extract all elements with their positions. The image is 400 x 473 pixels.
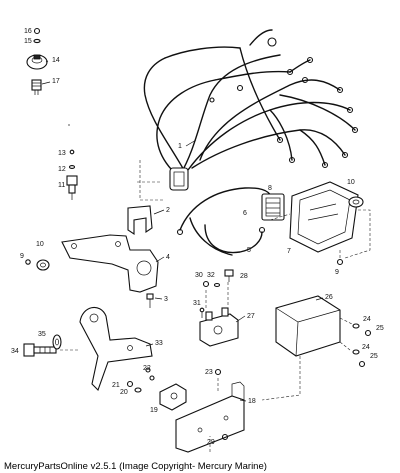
callout-18: 18 [248,398,256,405]
part-11-temperature-sender [66,175,78,200]
callout-2: 2 [166,207,170,214]
part-20-washer [134,387,142,393]
callout-labels: 16 15 14 17 13 12 11 1 2 4 3 5 6 7 8 9 1… [11,28,384,446]
callout-10-left: 10 [36,241,44,248]
callout-30: 30 [195,272,203,279]
leader-lines [41,60,324,402]
part-27-solenoid [199,307,239,347]
callout-25-lower: 25 [370,353,378,360]
part-25-nut-lower [358,360,366,368]
part-9-nut-right [336,258,344,266]
part-1-wiring-harness [143,29,359,191]
image-copyright-caption: MercuryPartsOnline v2.5.1 (Image Copyrig… [4,461,267,472]
callout-9-left: 9 [20,253,24,260]
part-34-bolt [23,343,57,357]
callout-27: 27 [247,313,255,320]
callout-11: 11 [58,182,65,189]
callout-4: 4 [166,254,170,261]
callout-7: 7 [287,248,291,255]
part-24-washer-upper [352,323,360,329]
part-5-6-harness-branch [176,187,273,256]
callout-9-right: 9 [335,269,339,276]
callout-17: 17 [52,78,60,85]
part-29-screw [221,433,229,441]
callout-10-right: 10 [347,179,355,186]
callout-16: 16 [24,28,32,35]
callout-1: 1 [178,143,182,150]
part-8-connector [261,193,285,221]
part-28-nut [224,269,234,282]
callout-24-lower: 24 [362,344,370,351]
callout-25-upper: 25 [376,325,384,332]
callout-8: 8 [268,185,272,192]
part-19-circuit-breaker [159,383,187,411]
callout-26: 26 [325,294,333,301]
part-13-screw [69,149,75,155]
callout-33: 33 [155,340,163,347]
part-2-plug-bracket [127,205,153,236]
callout-28: 28 [240,273,248,280]
callout-29: 29 [207,439,215,446]
callout-3: 3 [164,296,168,303]
part-10-grommet-right [348,196,364,208]
part-14-gauge-sender [26,54,48,70]
part-9-nut-left [25,259,31,265]
part-35-washer [52,334,62,350]
callout-12: 12 [58,166,66,173]
part-18-mounting-plate [175,381,245,453]
part-21-nut [126,380,134,388]
part-30-nut [202,280,210,288]
part-25-nut-upper [364,329,372,337]
callout-6: 6 [243,210,247,217]
callout-34: 34 [11,348,19,355]
callout-5: 5 [247,247,251,254]
callout-22: 22 [143,365,151,372]
part-32-washer [213,282,221,288]
callout-21: 21 [112,382,120,389]
callout-32: 32 [207,272,215,279]
callout-19: 19 [150,407,158,414]
part-23-nut [214,368,222,376]
part-16-nut [33,27,41,35]
callout-24-upper: 24 [363,316,371,323]
callout-20: 20 [120,389,128,396]
part-17-sender-fitting [31,79,42,95]
part-4-mounting-bracket [61,234,159,293]
callout-35: 35 [38,331,46,338]
part-15-washer [33,38,41,44]
callout-13: 13 [58,150,66,157]
part-3-screw [146,293,154,308]
part-31-screw [199,307,205,318]
callout-23: 23 [205,369,213,376]
part-7-module [289,181,359,253]
part-22-screws [145,367,155,381]
callout-15: 15 [24,38,32,45]
part-24-washer-lower [352,349,360,355]
part-33-support-bracket [79,306,153,392]
part-12-washer [68,165,76,169]
callout-14: 14 [52,57,60,64]
part-26-cover [275,295,341,357]
part-10-grommet-left [36,259,50,271]
callout-31: 31 [193,300,201,307]
